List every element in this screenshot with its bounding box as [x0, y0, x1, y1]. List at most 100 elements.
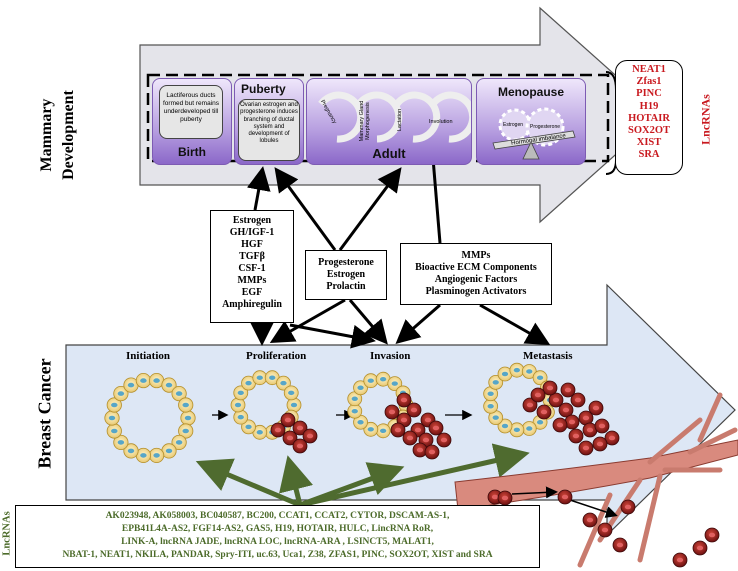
bottom-lncrna-box: AK023948, AK058003, BC040587, BC200, CCA…	[15, 505, 540, 568]
breast-cancer-label: Breast Cancer	[34, 358, 55, 469]
mammary-label-line1: Mammary	[38, 98, 55, 172]
factor-item: Estrogen	[232, 215, 272, 226]
tumor-cell	[530, 387, 546, 403]
epithelial-cell	[375, 423, 391, 439]
bottom-lncrna-line: AK023948, AK058003, BC040587, BC200, CCA…	[105, 511, 450, 521]
epithelial-cell	[233, 409, 249, 425]
factor-item: Angiogenic Factors	[434, 274, 518, 285]
mammary-development-label: Mammary Development	[36, 60, 82, 210]
epithelial-cell	[161, 377, 177, 393]
factor-item: Estrogen	[326, 269, 366, 280]
tumor-cell	[582, 422, 598, 438]
epithelial-cell	[104, 410, 120, 426]
epithelial-cell	[353, 380, 368, 396]
lncrna-item: Zfas1	[636, 76, 662, 88]
epithelial-cell	[230, 397, 246, 413]
epithelial-cell	[113, 434, 129, 451]
phase-initiation: Initiation	[126, 350, 171, 362]
adult-cycle-lactation: Lactation	[397, 108, 404, 132]
lncrna-item: XIST	[636, 137, 662, 149]
epithelial-cell	[387, 376, 403, 392]
tumor-cell	[557, 489, 573, 505]
epithelial-cell	[497, 418, 513, 434]
tumor-cell	[604, 430, 620, 446]
epithelial-cell	[233, 385, 249, 401]
factor-box-invasion: MMPs Bioactive ECM Components Angiogenic…	[400, 243, 552, 305]
epithelial-cell	[497, 366, 513, 382]
factor-item: Bioactive ECM Components	[415, 262, 537, 273]
tumor-cell	[620, 499, 636, 515]
tumor-cell	[292, 420, 308, 436]
blood-vessel	[454, 392, 738, 568]
mammary-label-line2: Development	[60, 90, 77, 180]
epithelial-cell	[532, 370, 548, 386]
tumor-cell	[582, 512, 598, 528]
stage-adult: Pregnancy Mammary Gland Morphogenesis La…	[306, 78, 472, 165]
epithelial-cell	[353, 414, 368, 430]
epithelial-cell	[252, 370, 268, 386]
factor-item: Prolactin	[326, 281, 366, 292]
puberty-title: Puberty	[241, 82, 286, 96]
tumor-cell	[704, 527, 720, 543]
epithelial-cell	[135, 372, 152, 389]
epithelial-cell	[106, 423, 122, 439]
tumor-cell	[578, 440, 594, 456]
tumor-cell	[672, 552, 688, 568]
tumor-cell	[412, 442, 428, 458]
tumor-cell	[282, 430, 298, 446]
adult-title: Adult	[372, 146, 406, 161]
epithelial-cell	[264, 370, 280, 386]
factor-item: Plasminogen Activators	[425, 286, 527, 297]
tumor-cell	[428, 420, 444, 436]
tumor-cell	[568, 428, 584, 444]
epithelial-cell	[488, 410, 504, 426]
epithelial-cell	[509, 362, 525, 378]
lncrna-item: SOX2OT	[627, 125, 670, 137]
tumor-cell	[302, 428, 318, 444]
epithelial-cell	[123, 443, 139, 459]
epithelial-cell	[135, 447, 152, 464]
tumor-cell	[570, 392, 586, 408]
epithelial-cell	[241, 419, 256, 435]
tumor-cell	[280, 412, 296, 428]
tumor-cell	[542, 380, 558, 396]
epithelial-cell	[171, 385, 187, 402]
tumor-cell	[612, 537, 628, 553]
epithelial-cell	[521, 421, 537, 436]
factor-item: Progesterone	[318, 257, 374, 268]
bottom-lncrna-line: NBAT-1, NEAT1, NKILA, PANDAR, Spry-ITI, …	[62, 550, 493, 560]
bottom-lncrna-label: LncRNAs	[1, 511, 13, 556]
tumor-cell	[588, 400, 604, 416]
tumor-cell	[594, 418, 610, 434]
lncrna-item: SRA	[638, 149, 660, 161]
epithelial-cell	[347, 391, 363, 407]
epithelial-cell	[148, 447, 165, 464]
bottom-lncrna-line: EPB41L4A-AS2, FGF14-AS2, GAS5, H19, HOTA…	[121, 524, 434, 534]
tumor-cell	[390, 422, 406, 438]
tumor-cell	[548, 392, 564, 408]
epithelial-cell	[180, 410, 196, 426]
factor-box-proliferation: Estrogen GH/IGF-1 HGF TGFβ CSF-1 MMPs EG…	[210, 210, 294, 323]
tumor-cell	[396, 392, 412, 408]
factor-arrows	[246, 140, 551, 349]
factor-item: CSF-1	[238, 263, 266, 274]
menopause-gears	[492, 107, 576, 160]
epithelial-cell	[171, 434, 187, 451]
epithelial-cell	[347, 403, 363, 419]
tumor-cell	[552, 417, 568, 433]
factor-item: TGFβ	[239, 251, 265, 262]
tumor-cell	[560, 382, 576, 398]
epithelial-cell	[286, 397, 302, 413]
tumor-cell	[558, 402, 574, 418]
top-lncrna-box: NEAT1 Zfas1 PINC H19 HOTAIR SOX2OT XIST …	[615, 60, 683, 175]
menopause-title: Menopause	[497, 85, 564, 99]
tumor-cell	[592, 436, 608, 452]
phase-metastasis: Metastasis	[523, 350, 573, 362]
stage-menopause: Menopause Estrogen Progesterone Hormonal…	[476, 78, 586, 165]
tumor-cell	[522, 397, 538, 413]
factor-item: EGF	[241, 287, 263, 298]
tumor-cell	[436, 432, 452, 448]
tumor-cell	[406, 402, 422, 418]
cancer-arrow	[65, 283, 736, 537]
